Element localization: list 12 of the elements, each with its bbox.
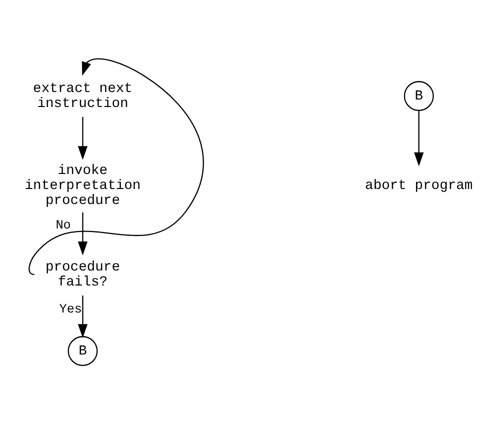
edge-label: Yes xyxy=(58,300,82,316)
node-text: invoke interpretation procedure xyxy=(24,163,140,208)
arrow xyxy=(414,110,424,166)
edge-label: No xyxy=(55,217,70,232)
node-text: abort program xyxy=(364,178,472,194)
node-text: procedure fails? xyxy=(44,260,120,290)
arrow xyxy=(77,212,88,255)
node-circle: B xyxy=(403,80,434,110)
node-circle: B xyxy=(67,336,98,366)
arrow xyxy=(77,116,88,160)
arrow xyxy=(77,295,88,338)
node-text: extract next instruction xyxy=(32,82,132,112)
